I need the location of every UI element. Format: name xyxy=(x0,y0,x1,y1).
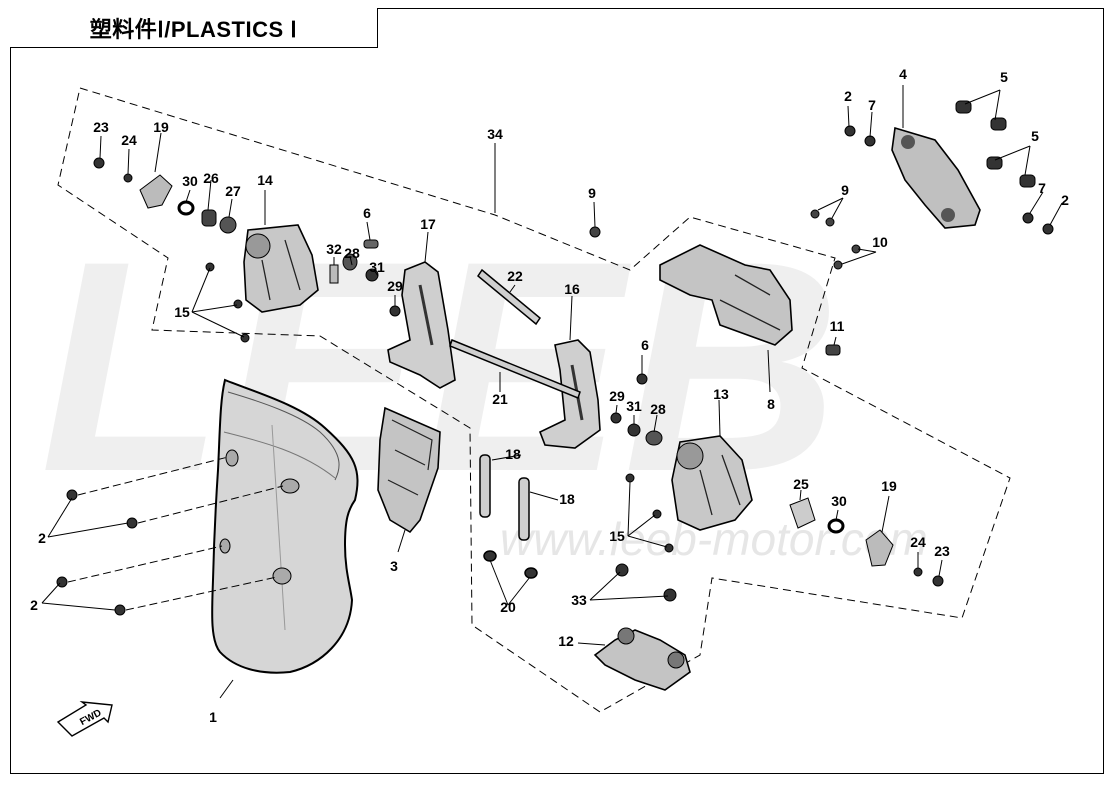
callout: 7 xyxy=(868,97,876,113)
callout: 27 xyxy=(225,183,241,199)
title-box: 塑料件Ⅰ/PLASTICS Ⅰ xyxy=(10,8,378,48)
screw-leader-lines xyxy=(67,456,284,611)
callout: 2 xyxy=(38,530,46,546)
callout: 30 xyxy=(831,493,847,509)
callout: 6 xyxy=(363,205,371,221)
callout: 2 xyxy=(1061,192,1069,208)
callout: 9 xyxy=(841,182,849,198)
callout: 29 xyxy=(609,388,625,404)
callout: 15 xyxy=(174,304,190,320)
knob-assembly-left xyxy=(93,157,401,343)
callout: 22 xyxy=(507,268,523,284)
callout: 15 xyxy=(609,528,625,544)
callout: 16 xyxy=(564,281,580,297)
callout: 24 xyxy=(121,132,137,148)
callout: 5 xyxy=(1000,69,1008,85)
callout: 19 xyxy=(153,119,169,135)
cover-part-3 xyxy=(377,406,441,534)
bracket-part-14 xyxy=(243,224,319,313)
callout: 18 xyxy=(505,446,521,462)
callout: 1 xyxy=(209,709,217,725)
bracket-part-8 xyxy=(659,244,793,346)
callout: 33 xyxy=(571,592,587,608)
callout: 26 xyxy=(203,170,219,186)
bracket-part-12 xyxy=(593,563,691,691)
bracket-part-13 xyxy=(671,435,753,531)
callout: 29 xyxy=(387,278,403,294)
callout: 28 xyxy=(650,401,666,417)
callout: 25 xyxy=(793,476,809,492)
grommets-part-5 xyxy=(955,100,1036,188)
windscreen-part-1 xyxy=(211,378,359,674)
callout: 7 xyxy=(1038,180,1046,196)
callout: 17 xyxy=(420,216,436,232)
callout: 19 xyxy=(881,478,897,494)
callout: 18 xyxy=(559,491,575,507)
arm-part-17 xyxy=(387,261,456,389)
rods xyxy=(449,268,581,579)
callout: 10 xyxy=(872,234,888,250)
fwd-arrow: FWD xyxy=(56,701,113,737)
callout: 28 xyxy=(344,245,360,261)
callout: 8 xyxy=(767,396,775,412)
leader-lines xyxy=(41,85,1063,699)
callout: 23 xyxy=(93,119,109,135)
fasteners-upper xyxy=(589,209,861,356)
callout: 21 xyxy=(492,391,508,407)
callout: 6 xyxy=(641,337,649,353)
callout: 31 xyxy=(626,398,642,414)
callout: 2 xyxy=(30,597,38,613)
drawing-frame xyxy=(10,8,1104,774)
callout: 20 xyxy=(500,599,516,615)
callout: 4 xyxy=(899,66,907,82)
callout: 32 xyxy=(326,241,342,257)
callout: 12 xyxy=(558,633,574,649)
mirror-bracket-part-4 xyxy=(891,126,981,229)
callout: 14 xyxy=(257,172,273,188)
callout: 11 xyxy=(830,318,845,334)
callout: 34 xyxy=(487,126,503,142)
callout-labels: 1 2 2 2 2 3 4 5 5 6 6 7 7 8 9 9 10 11 12… xyxy=(30,66,1069,725)
callout: 30 xyxy=(182,173,198,189)
callout: 2 xyxy=(844,88,852,104)
assembly-outline xyxy=(57,87,1011,713)
callout: 23 xyxy=(934,543,950,559)
callout: 13 xyxy=(713,386,729,402)
callout: 3 xyxy=(390,558,398,574)
callout: 9 xyxy=(588,185,596,201)
screws-part-2-left xyxy=(56,489,138,616)
callout: 5 xyxy=(1031,128,1039,144)
callout: 31 xyxy=(369,259,385,275)
page-title: 塑料件Ⅰ/PLASTICS Ⅰ xyxy=(89,16,298,42)
fasteners-top-right xyxy=(844,125,1054,235)
callout: 24 xyxy=(910,534,926,550)
